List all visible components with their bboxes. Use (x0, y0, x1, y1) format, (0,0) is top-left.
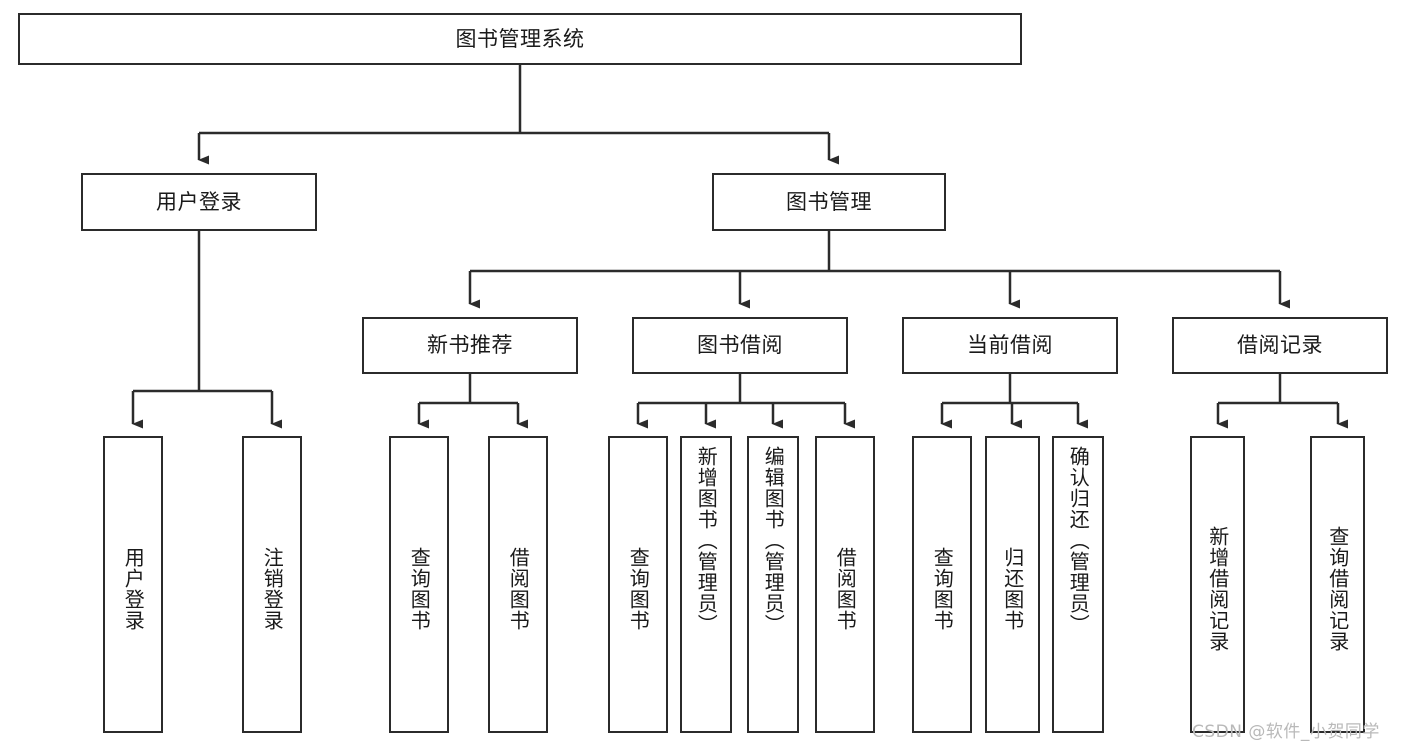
node-leaf-user-login[interactable]: 用户登录 (103, 436, 163, 733)
node-leaf-borrow-book-recommend-label: 借阅图书 (506, 546, 531, 631)
node-leaf-query-book-recommend-label: 查询图书 (407, 546, 432, 631)
node-leaf-user-logout[interactable]: 注销登录 (242, 436, 302, 733)
node-leaf-query-book-borrow[interactable]: 查询图书 (608, 436, 668, 733)
node-leaf-add-borrow-record-label: 新增借阅记录 (1205, 525, 1230, 652)
edge-borrow-record-to-leaves (1216, 374, 1348, 429)
edge-book-borrow-to-leaves (636, 374, 855, 429)
node-leaf-query-book-borrow-label: 查询图书 (626, 546, 651, 631)
node-leaf-query-borrow-record-label: 查询借阅记录 (1325, 525, 1350, 652)
node-current-borrow-label: 当前借阅 (967, 333, 1053, 358)
edge-new-book-rec-to-leaves (417, 374, 528, 429)
node-leaf-borrow-book-label: 借阅图书 (833, 546, 858, 631)
node-borrow-record[interactable]: 借阅记录 (1172, 317, 1388, 374)
node-book-manage-label: 图书管理 (786, 189, 872, 214)
node-borrow-record-label: 借阅记录 (1237, 333, 1323, 358)
node-leaf-add-book-admin-label: 新增图书（管理员） (694, 446, 719, 635)
edge-current-borrow-to-leaves (940, 374, 1088, 429)
node-leaf-add-book-admin[interactable]: 新增图书（管理员） (680, 436, 732, 733)
node-leaf-confirm-return-admin-label: 确认归还（管理员） (1066, 446, 1091, 635)
node-leaf-return-book-label: 归还图书 (1000, 546, 1025, 631)
node-leaf-user-login-label: 用户登录 (121, 546, 146, 631)
node-leaf-confirm-return-admin[interactable]: 确认归还（管理员） (1052, 436, 1104, 733)
node-leaf-borrow-book-recommend[interactable]: 借阅图书 (488, 436, 548, 733)
node-leaf-borrow-book[interactable]: 借阅图书 (815, 436, 875, 733)
edge-root-to-level2 (197, 65, 839, 165)
edge-user-login-to-leaves (131, 231, 282, 429)
node-root-system[interactable]: 图书管理系统 (18, 13, 1022, 65)
edge-book-manage-to-level3 (468, 231, 1290, 309)
node-leaf-user-logout-label: 注销登录 (260, 546, 285, 631)
node-user-login-label: 用户登录 (156, 189, 242, 214)
node-book-manage[interactable]: 图书管理 (712, 173, 946, 231)
node-leaf-return-book[interactable]: 归还图书 (985, 436, 1040, 733)
node-leaf-edit-book-admin[interactable]: 编辑图书（管理员） (747, 436, 799, 733)
node-user-login[interactable]: 用户登录 (81, 173, 317, 231)
node-leaf-query-book-current-label: 查询图书 (930, 546, 955, 631)
node-book-borrow[interactable]: 图书借阅 (632, 317, 848, 374)
node-root-system-label: 图书管理系统 (455, 26, 585, 51)
node-leaf-edit-book-admin-label: 编辑图书（管理员） (761, 446, 786, 635)
node-new-book-recommend-label: 新书推荐 (427, 333, 513, 358)
node-new-book-recommend[interactable]: 新书推荐 (362, 317, 578, 374)
node-leaf-query-book-current[interactable]: 查询图书 (912, 436, 972, 733)
node-leaf-add-borrow-record[interactable]: 新增借阅记录 (1190, 436, 1245, 733)
node-leaf-query-borrow-record[interactable]: 查询借阅记录 (1310, 436, 1365, 733)
node-book-borrow-label: 图书借阅 (697, 333, 783, 358)
node-current-borrow[interactable]: 当前借阅 (902, 317, 1118, 374)
node-leaf-query-book-recommend[interactable]: 查询图书 (389, 436, 449, 733)
